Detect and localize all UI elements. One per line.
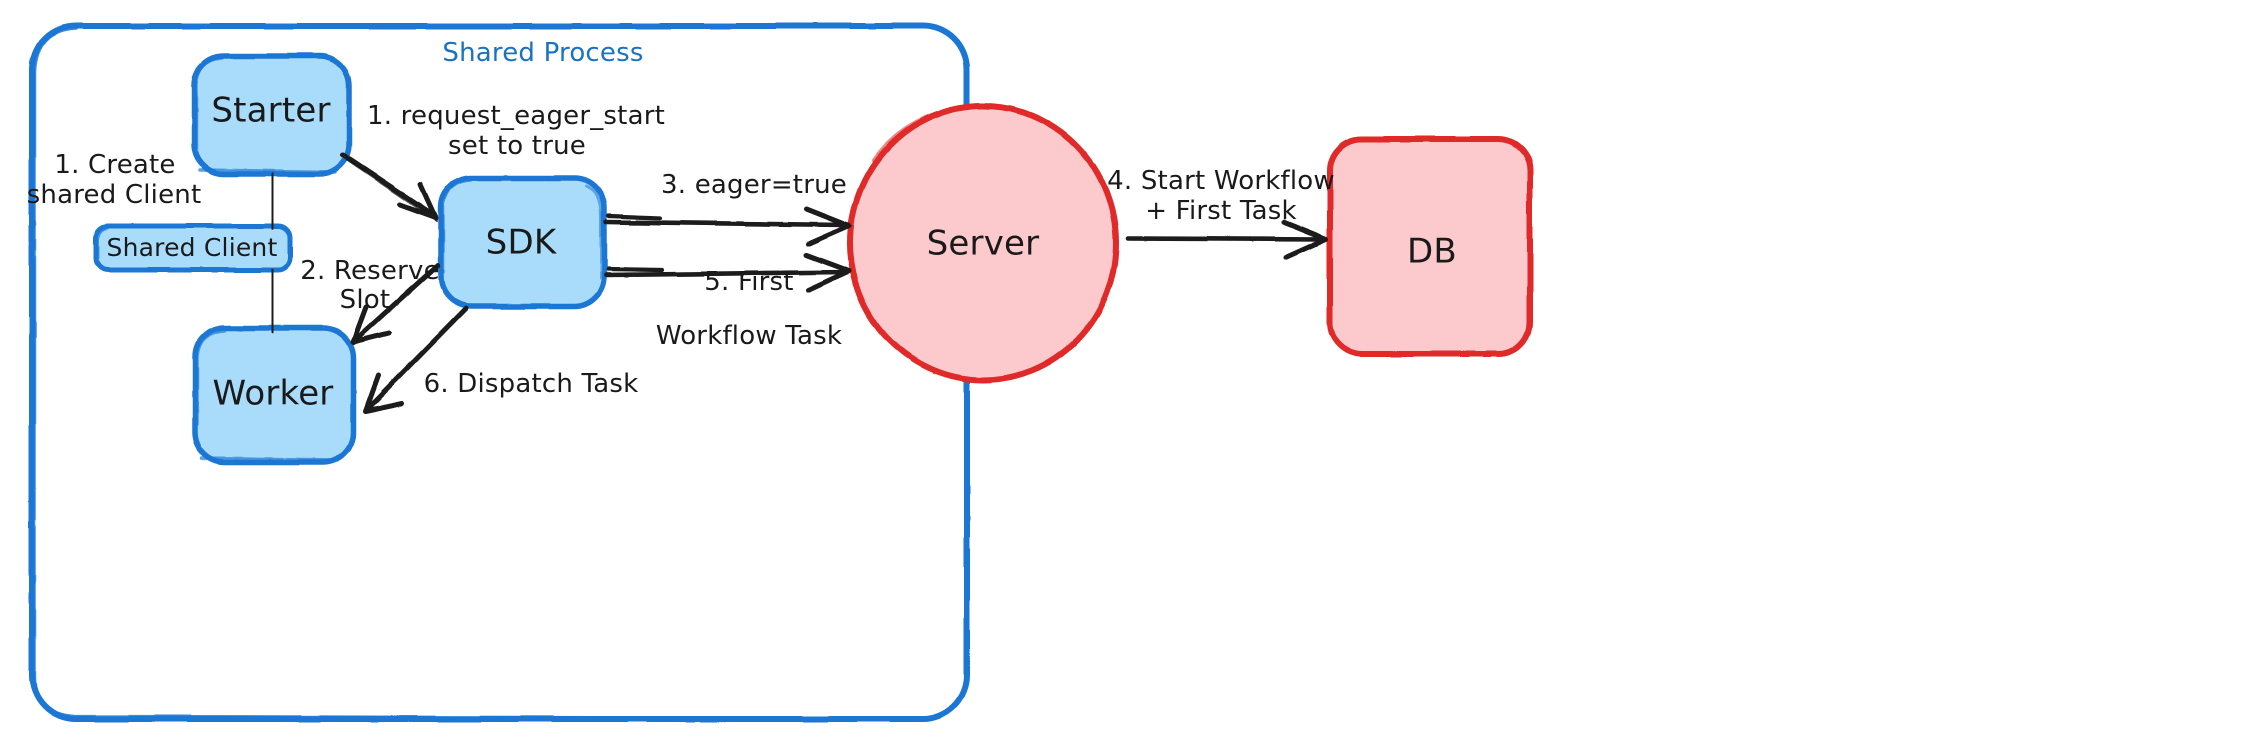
edge-dispatch-task[interactable] bbox=[362, 305, 469, 414]
node-db[interactable] bbox=[1327, 136, 1533, 357]
edge-request-eager-start[interactable] bbox=[340, 152, 439, 223]
edge-create-shared-client[interactable] bbox=[269, 172, 276, 230]
node-starter[interactable] bbox=[191, 53, 352, 177]
node-worker[interactable] bbox=[192, 325, 356, 465]
edge-reserve-slot[interactable] bbox=[350, 262, 441, 345]
edge-first-workflow-task[interactable] bbox=[603, 252, 852, 293]
edge-eager-true[interactable] bbox=[603, 206, 852, 247]
shared-process-group[interactable] bbox=[29, 23, 970, 722]
node-sdk[interactable] bbox=[438, 175, 607, 309]
node-shared-client[interactable] bbox=[93, 223, 293, 273]
edge-shared-client-worker[interactable] bbox=[269, 268, 276, 334]
edge-start-workflow-first-task[interactable] bbox=[1125, 219, 1329, 260]
node-server[interactable] bbox=[847, 103, 1119, 383]
